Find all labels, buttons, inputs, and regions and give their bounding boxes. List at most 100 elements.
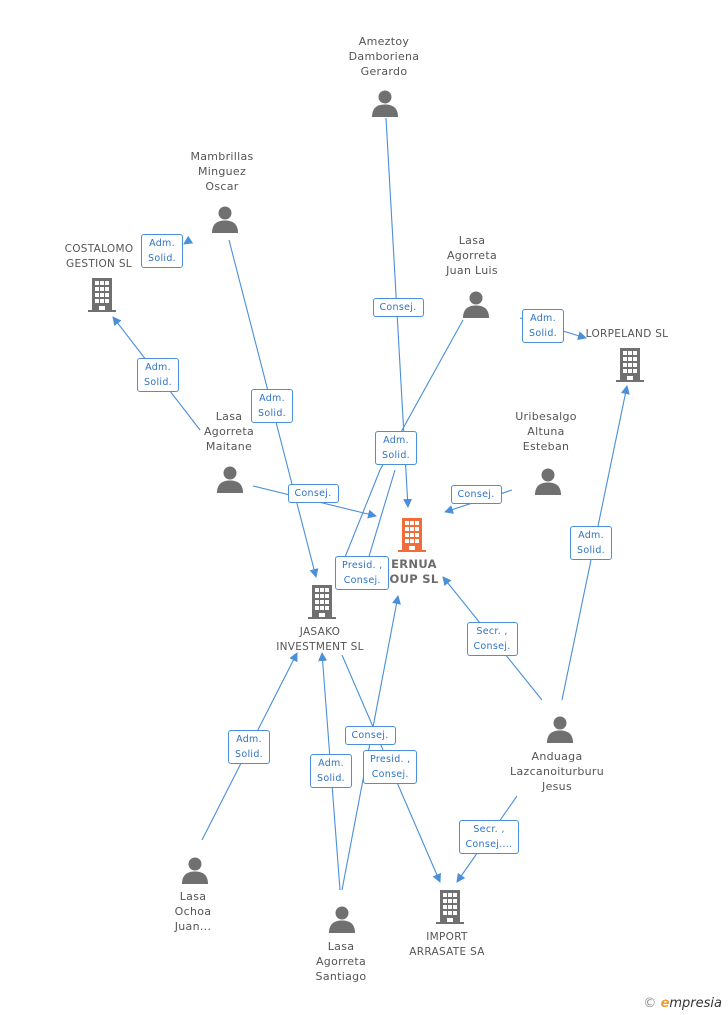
node-label-line: OUP SL	[389, 572, 439, 586]
footer-brand: © empresia	[643, 996, 722, 1011]
brand-e: e	[660, 996, 670, 1011]
node-label-line: Damboriena	[348, 50, 420, 63]
node-label-line: LORPELAND SL	[585, 328, 669, 340]
edge-label-line: Adm.	[259, 393, 285, 404]
node-label-lorpeland[interactable]: LORPELAND SL	[586, 327, 669, 342]
edge-label-line: Consej.	[457, 488, 495, 500]
building-icon[interactable]	[616, 348, 644, 382]
edge-label-line: Adm.	[145, 362, 171, 373]
edge-label-line: Consej.	[294, 487, 332, 499]
node-label-line: ARRASATE SA	[409, 946, 485, 958]
person-icon[interactable]	[463, 291, 489, 319]
node-label-jasako[interactable]: JASAKO INVESTMENT SL	[276, 625, 364, 655]
edge-label-line: Presid. ,	[370, 754, 411, 765]
edge-label-line: Adm.	[149, 238, 175, 249]
node-label-line: JASAKO	[299, 626, 341, 638]
edge-label-line: Consej.	[351, 729, 389, 741]
node-label-line: Juan...	[174, 920, 212, 933]
edge-label-e16[interactable]: Secr. ,Consej....	[458, 820, 520, 854]
node-label-line: Esteban	[522, 440, 570, 453]
edge-label-line: Solid.	[529, 328, 557, 339]
edge-label-e15[interactable]: Presid. , Consej.	[363, 750, 418, 784]
node-label-line: GESTION SL	[66, 258, 132, 270]
edge-label-e9[interactable]: Presid. , Consej.	[335, 556, 390, 590]
edge-label-line: Consej.	[371, 769, 409, 780]
edge-label-line: Solid.	[148, 253, 176, 264]
edge-label-e2[interactable]: Adm. Solid.	[141, 234, 183, 268]
edge-label-e5[interactable]: Adm. Solid.	[522, 309, 564, 343]
edge-label-e6[interactable]: Adm.Solid.	[375, 431, 417, 465]
copyright-symbol: ©	[643, 996, 657, 1011]
person-icon[interactable]	[547, 716, 573, 744]
edge-label-line: Consej.	[343, 575, 381, 586]
edge-label-e1[interactable]: Consej.	[372, 297, 424, 317]
node-label-line: Ameztoy	[358, 35, 410, 48]
node-label-line: Minguez	[197, 165, 247, 178]
edge-line-e2	[183, 235, 194, 245]
node-label-line: Lasa	[179, 890, 207, 903]
node-label-line: Agorreta	[446, 249, 498, 262]
node-label-line: Lasa	[458, 234, 486, 247]
node-label-line: Maitane	[205, 440, 253, 453]
edge-label-line: Secr. ,	[473, 824, 505, 835]
node-label-line: IMPORT	[426, 931, 468, 943]
edge-line-e9	[361, 469, 396, 574]
edge-label-line: Solid.	[317, 773, 345, 784]
person-icon[interactable]	[329, 906, 355, 934]
edge-label-e13[interactable]: Adm.Solid.	[310, 754, 352, 788]
building-icon[interactable]	[398, 518, 426, 552]
nodes-layer	[88, 90, 644, 934]
node-label-costalomo[interactable]: COSTALOMO GESTION SL	[65, 242, 134, 272]
node-label-line: Santiago	[315, 970, 367, 983]
building-icon[interactable]	[88, 278, 116, 312]
edge-label-e14[interactable]: Consej.	[344, 725, 396, 745]
edge-label-line: Solid.	[235, 749, 263, 760]
node-label-line: Anduaga	[531, 750, 583, 763]
node-label-line: Ochoa	[174, 905, 212, 918]
edge-label-e11[interactable]: Secr. , Consej.	[466, 622, 518, 656]
node-label-line: Lasa	[327, 940, 355, 953]
building-icon[interactable]	[308, 585, 336, 619]
building-icon[interactable]	[436, 890, 464, 924]
edge-label-line: Solid.	[577, 545, 605, 556]
person-icon[interactable]	[372, 90, 398, 118]
node-label-import[interactable]: IMPORT ARRASATE SA	[409, 930, 485, 960]
edge-label-e10[interactable]: Adm.Solid.	[570, 526, 612, 560]
node-label-line: Lasa	[215, 410, 243, 423]
edge-label-line: Adm.	[530, 313, 556, 324]
edge-label-e12[interactable]: Adm.Solid.	[228, 730, 270, 764]
node-label-line: Gerardo	[360, 65, 408, 78]
person-icon[interactable]	[535, 468, 561, 496]
person-icon[interactable]	[212, 206, 238, 234]
node-label-line: Oscar	[205, 180, 239, 193]
brand-rest: mpresia	[669, 996, 722, 1011]
edge-label-e7[interactable]: Consej.	[287, 483, 339, 503]
node-label-line: ERNUA	[391, 557, 437, 571]
edge-label-line: Presid. ,	[342, 560, 383, 571]
edge-label-e3[interactable]: Adm. Solid.	[137, 358, 179, 392]
edge-label-e4[interactable]: Adm.Solid.	[251, 389, 293, 423]
edge-label-line: Solid.	[382, 450, 410, 461]
node-label-line: COSTALOMO	[64, 243, 134, 255]
node-label-line: Lazcanoiturburu	[510, 765, 604, 778]
edge-label-e8[interactable]: Consej.	[450, 484, 502, 504]
person-icon[interactable]	[182, 857, 208, 885]
node-label-line: Juan Luis	[446, 264, 498, 277]
edge-label-line: Solid.	[144, 377, 172, 388]
edge-label-line: Consej.	[379, 301, 417, 313]
person-icon[interactable]	[217, 466, 243, 494]
node-label-line: Agorreta	[203, 425, 255, 438]
edge-label-line: Secr. ,	[476, 626, 508, 637]
node-label-line: INVESTMENT SL	[276, 641, 364, 653]
edge-label-line: Consej.	[473, 641, 511, 652]
